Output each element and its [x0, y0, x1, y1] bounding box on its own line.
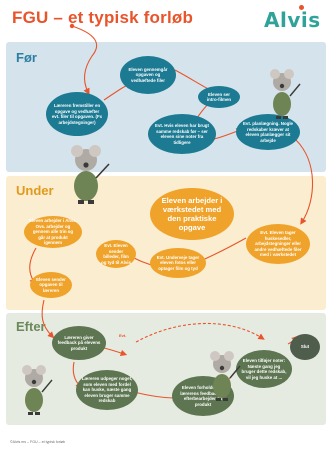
page-title: FGU – et typisk forløb: [12, 8, 194, 27]
connector-send-to-feedback: [41, 299, 55, 339]
node-teacher-reminder: Læreren udpeger noget, som eleven med fo…: [76, 370, 138, 410]
node-teacher-feedback: Læreren giver feedback på elevens produk…: [52, 326, 106, 360]
section-label-efter: Efter: [16, 319, 46, 334]
node-review-assignment: Eleven gennemgår opgaven og vedhæftede f…: [120, 56, 176, 94]
mouse-mascot-pointing-icon: [270, 69, 301, 119]
mouse-mascot-pointing-icon: [22, 365, 53, 415]
alvis-logo: Alvis: [264, 8, 321, 32]
connector-feedback-to-evt: [103, 347, 128, 357]
start-dot: [69, 23, 75, 29]
node-intro-film: Eleven ser intro-filmen: [198, 86, 240, 108]
connector-remind-to-rework: [133, 391, 180, 402]
mouse-mascot-pointing-icon: [210, 351, 241, 401]
node-end: Slut: [290, 334, 320, 360]
node-work-in-alvis: Eleven arbejder i Alvis. Ovs. arbejder o…: [24, 216, 82, 248]
section-label-foer: Før: [16, 50, 37, 65]
connector-workshop-to-photos: [194, 237, 247, 264]
node-student-notes: Eleven tilføjer noter: Næste gang jeg br…: [236, 350, 292, 388]
node-bring-files: Evt. Eleven tager huskesedler, arbejdste…: [246, 224, 310, 264]
node-capture-media: Evt. Underveje tager eleven fotos eller …: [150, 248, 206, 278]
mouse-mascot-pointing-icon: [71, 145, 110, 204]
connector-start-to-teacher: [71, 25, 98, 95]
connector-plan-to-under: [295, 139, 314, 225]
logo-dot-icon: [299, 5, 304, 10]
node-planning: Evt. planlægning. Nogle redskaber kræver…: [236, 114, 300, 150]
footer-copyright: ©Alvis ms – FGU – et typisk forløb: [10, 440, 65, 444]
node-workshop-task: Eleven arbejder i værkstedet med den pra…: [150, 188, 234, 240]
evt-marker: Evt.: [119, 333, 127, 338]
node-previous-notes: Evt. Hvis eleven har brugt samme redskab…: [148, 114, 216, 154]
connector-evt-loop: [135, 322, 265, 343]
node-send-media: Evt. Eleven sender billeder, film og tyd…: [96, 240, 136, 268]
section-label-under: Under: [16, 183, 54, 198]
node-teacher-creates-assignment: Læreren fremstiller en opgave og vedhæft…: [46, 92, 108, 136]
node-send-to-teacher: Eleven sender opgaven til læreren: [30, 272, 72, 298]
